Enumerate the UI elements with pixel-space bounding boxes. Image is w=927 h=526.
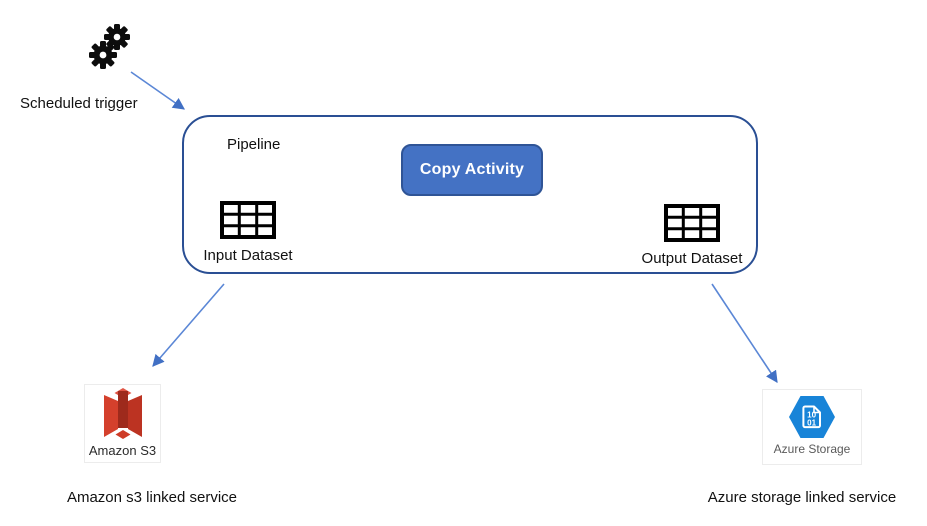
output-dataset-node: Output Dataset [627, 204, 757, 267]
s3-linked-service-label: Amazon s3 linked service [66, 489, 238, 506]
scheduled-trigger-label: Scheduled trigger [20, 95, 138, 112]
arrow-trigger-to-pipeline [130, 71, 185, 110]
azure-storage-icon: 10 01 [789, 396, 835, 438]
pipeline-label: Pipeline [227, 136, 281, 153]
table-icon [220, 201, 276, 239]
scheduled-trigger-icon [83, 12, 141, 75]
copy-activity-node: Copy Activity [401, 144, 543, 196]
amazon-s3-caption: Amazon S3 [88, 443, 157, 458]
input-dataset-label: Input Dataset [203, 247, 293, 264]
arrow-output-to-azure [711, 283, 778, 384]
azure-linked-service-label: Azure storage linked service [707, 489, 897, 506]
copy-activity-label: Copy Activity [419, 161, 525, 178]
output-dataset-label: Output Dataset [641, 250, 743, 267]
table-icon [664, 204, 720, 242]
arrow-input-to-s3 [152, 283, 225, 367]
azure-storage-caption: Azure Storage [773, 442, 851, 456]
amazon-s3-icon [103, 388, 142, 439]
input-dataset-node: Input Dataset [183, 201, 313, 264]
azure-binary-top: 10 [807, 410, 816, 419]
gears-icon [89, 24, 130, 69]
azure-binary-bottom: 01 [807, 419, 816, 428]
azure-storage-thumbnail: 10 01 Azure Storage [762, 389, 862, 465]
pipeline-box: Pipeline Copy Activity Input Dataset [182, 115, 758, 274]
amazon-s3-thumbnail: Amazon S3 [84, 384, 161, 463]
